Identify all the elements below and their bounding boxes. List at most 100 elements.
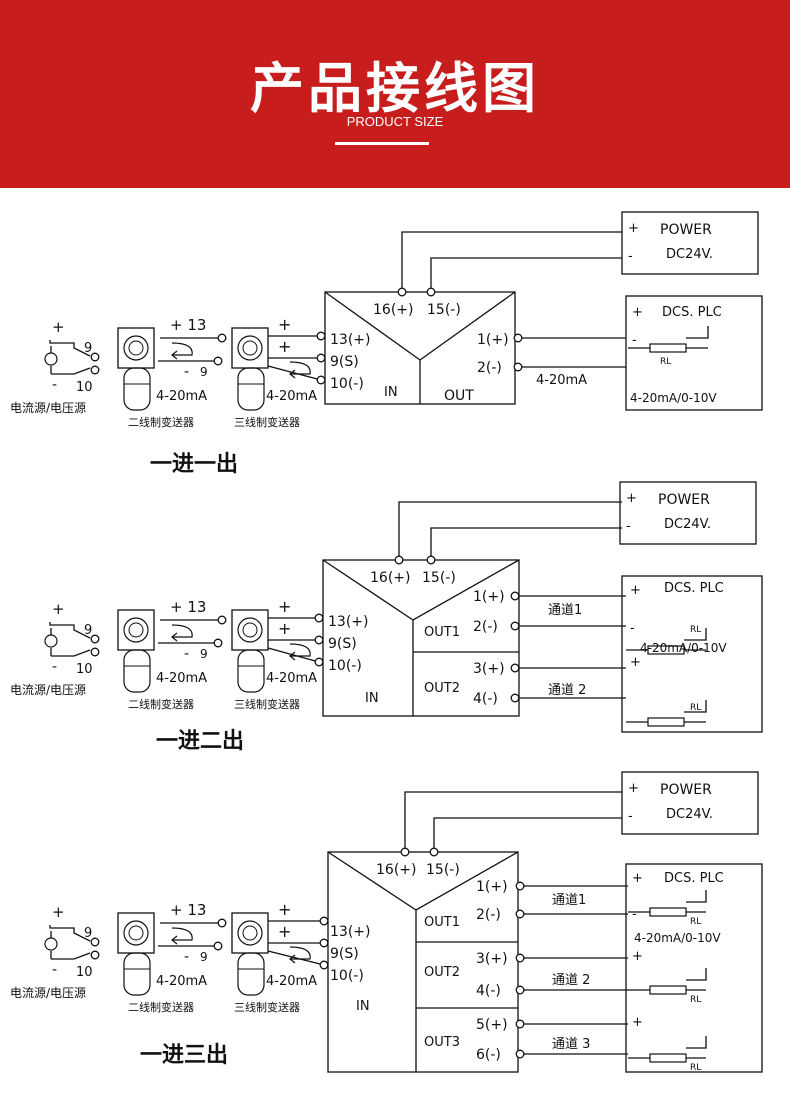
- dcs-label: DCS. PLC: [664, 871, 724, 886]
- power-box: [621, 771, 759, 835]
- terminal: [314, 635, 324, 645]
- output-signal: 4-20mA: [536, 373, 587, 388]
- terminal: [515, 1049, 525, 1059]
- power-wire-minus: [430, 257, 622, 288]
- terminal: [319, 916, 329, 926]
- terminal: [510, 591, 520, 601]
- terminal-9s: 9(S): [328, 636, 357, 652]
- three-wire-plus1: +: [278, 597, 291, 616]
- load-resistor: [649, 343, 687, 353]
- three-wire-caption: 三线制变送器: [234, 415, 300, 429]
- power-voltage: DC24V.: [664, 517, 711, 532]
- channel-3-label: 通道 3: [552, 1037, 590, 1052]
- terminal: [316, 353, 326, 363]
- two-wire-plus13: + 13: [170, 316, 206, 334]
- terminal: [510, 621, 520, 631]
- diagram-caption: 一进一出: [150, 452, 238, 477]
- terminal-9s: 9(S): [330, 946, 359, 962]
- load-arrow: [686, 890, 707, 903]
- arrow-head: [171, 935, 178, 945]
- terminal: [513, 362, 523, 372]
- three-wire-plus1: +: [278, 315, 291, 334]
- dcs-range: 4-20mA/0-10V: [634, 931, 721, 945]
- terminal-9s: 9(S): [330, 354, 359, 370]
- transmitter-dial-inner: [242, 622, 258, 638]
- terminal-13: 13(+): [330, 332, 370, 348]
- terminal: [426, 555, 436, 565]
- diagram-caption: 一进三出: [140, 1043, 228, 1068]
- terminal: [213, 356, 223, 366]
- three-wire-transmitter-head: [231, 609, 269, 651]
- source-terminal-10: 10: [76, 662, 93, 677]
- wire-10: [267, 365, 322, 381]
- dcs-plc-box: [621, 575, 763, 733]
- source-minus: -: [52, 377, 57, 393]
- terminal: [515, 953, 525, 963]
- terminal: [217, 615, 227, 625]
- terminal-1: 1(+): [477, 332, 509, 348]
- wire-10: [267, 647, 320, 663]
- terminal: [510, 663, 520, 673]
- power-minus: -: [626, 519, 631, 534]
- terminal: [314, 657, 324, 667]
- title-underline: [335, 142, 429, 145]
- terminal: [314, 613, 324, 623]
- loop-arrow: [289, 643, 311, 657]
- out1-label: OUT1: [424, 915, 460, 930]
- load-resistor: [649, 985, 687, 995]
- power-label: POWER: [660, 222, 712, 238]
- terminal: [394, 555, 404, 565]
- out-label: OUT: [444, 388, 474, 404]
- dcs-plus-2: +: [632, 949, 643, 964]
- arrow-head: [289, 651, 296, 661]
- terminal: [397, 287, 407, 297]
- transmitter-dial-inner: [128, 622, 144, 638]
- transmitter-dial-inner: [128, 925, 144, 941]
- terminal-16: 16(+): [376, 862, 416, 878]
- source-plus: +: [52, 318, 65, 336]
- load-rl: RL: [690, 1063, 701, 1073]
- terminal-16: 16(+): [373, 302, 413, 318]
- three-wire-transmitter-body: [237, 649, 265, 693]
- terminal-out3-pos: 5(+): [476, 1017, 508, 1033]
- source-terminal-10: 10: [76, 965, 93, 980]
- transmitter-dial-inner: [242, 925, 258, 941]
- dcs-range: 4-20mA/0-10V: [630, 391, 717, 405]
- terminal-10: 10(-): [330, 376, 364, 392]
- source-wire-bottom: [51, 952, 91, 960]
- load-arrow: [686, 968, 707, 981]
- transmitter-dial-inner: [242, 340, 258, 356]
- load-rl: RL: [690, 995, 701, 1005]
- out1-label: OUT1: [424, 625, 460, 640]
- source-terminal-9: 9: [84, 341, 92, 356]
- power-plus: +: [628, 221, 639, 236]
- dcs-minus: -: [632, 333, 637, 348]
- power-wire-plus: [404, 791, 622, 848]
- page-title: 产品接线图: [250, 57, 540, 120]
- arrow-head: [289, 369, 296, 379]
- terminal-16: 16(+): [370, 570, 410, 586]
- two-wire-9: 9: [200, 365, 208, 379]
- source-minus: -: [52, 659, 57, 675]
- transmitter-dial-inner: [128, 340, 144, 356]
- transmitter-dial: [123, 920, 149, 946]
- in-label: IN: [356, 999, 370, 1014]
- power-wire-minus: [430, 527, 622, 556]
- terminal: [319, 938, 329, 948]
- power-plus: +: [626, 491, 637, 506]
- two-wire-minus: -: [184, 949, 189, 965]
- terminal-15: 15(-): [422, 570, 456, 586]
- power-wire-minus: [433, 817, 622, 848]
- power-minus: -: [628, 809, 633, 824]
- isolator-module: [322, 559, 520, 717]
- terminal-out1-pos: 1(+): [476, 879, 508, 895]
- terminal: [217, 333, 227, 343]
- loop-arrow: [171, 342, 193, 356]
- source-wire-top: [49, 925, 91, 942]
- terminal-out2-neg: 4(-): [473, 691, 498, 707]
- load-arrow: [686, 1036, 707, 1049]
- terminal: [319, 960, 329, 970]
- out3-label: OUT3: [424, 1035, 460, 1050]
- dcs-label: DCS. PLC: [664, 581, 724, 596]
